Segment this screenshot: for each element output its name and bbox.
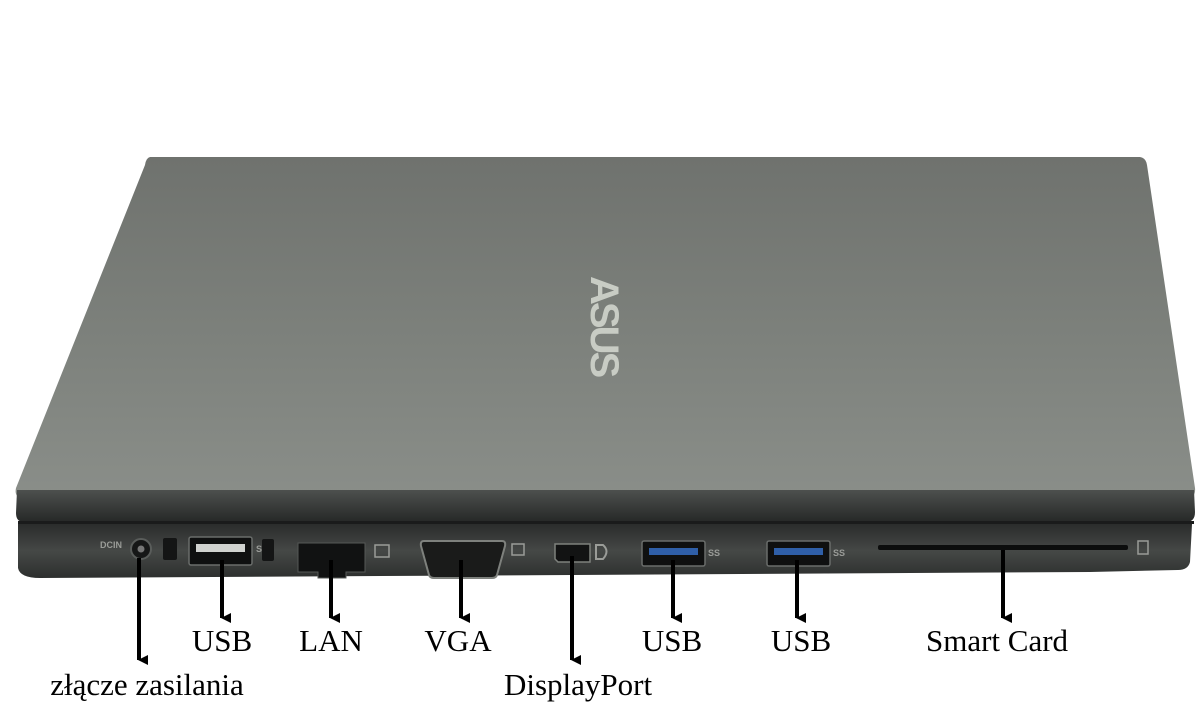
- label-usb-2: USB: [641, 623, 703, 658]
- label-power: złącze zasilania: [50, 667, 244, 702]
- svg-text:SS: SS: [833, 548, 845, 558]
- displayport-port: [554, 543, 608, 563]
- label-displayport: DisplayPort: [503, 667, 653, 702]
- laptop-lid: [15, 157, 1196, 498]
- label-usb-1: USB: [191, 623, 253, 658]
- vga-port: [419, 540, 525, 579]
- label-smart-card: Smart Card: [925, 623, 1069, 658]
- label-lan: LAN: [299, 623, 363, 658]
- svg-text:DCIN: DCIN: [100, 540, 122, 550]
- svg-text:SS: SS: [708, 548, 720, 558]
- laptop-lid-edge: [16, 490, 1195, 522]
- vendor-logo: ASUS: [582, 276, 626, 377]
- label-usb-3: USB: [770, 623, 832, 658]
- svg-text:ASUS: ASUS: [582, 276, 626, 377]
- led-slot: [262, 539, 274, 561]
- lock-slot: [163, 538, 177, 560]
- label-vga: VGA: [424, 623, 492, 658]
- smart-card-slot: [878, 540, 1149, 555]
- laptop-seam: [18, 521, 1194, 524]
